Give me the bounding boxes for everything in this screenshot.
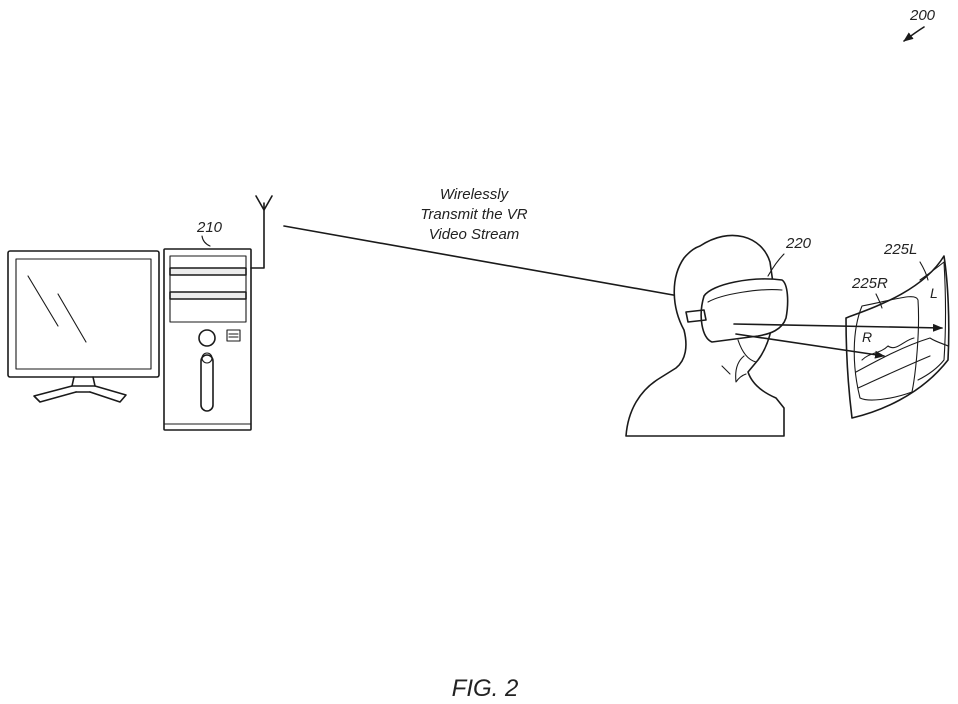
screen-glare: [27, 275, 87, 343]
ref-label-225L: 225L: [883, 241, 917, 258]
figure-label: FIG. 2: [452, 675, 519, 702]
chin-line: [735, 355, 747, 383]
right-eye-projection-arrow: [735, 333, 885, 359]
monitor: [7, 250, 160, 403]
monitor-screen: [15, 258, 152, 370]
ref-label-210: 210: [196, 219, 223, 236]
right-view-letter: R: [862, 329, 872, 345]
ref-225R-leader: [875, 293, 883, 309]
ref-200-arrow: [903, 26, 925, 42]
caption-line-2: Transmit the VR: [420, 206, 527, 223]
port-panel: [226, 329, 241, 342]
vr-headset: [700, 278, 789, 343]
ref-220-leader: [767, 253, 785, 277]
ref-label-220: 220: [785, 235, 812, 252]
headset-strap: [685, 309, 707, 323]
user-with-headset: 220: [625, 234, 812, 437]
monitor-frame: [7, 250, 160, 378]
drive-bay-1: [169, 267, 247, 276]
drive-bay-panel: [169, 255, 247, 323]
transmission-caption: Wirelessly Transmit the VR Video Stream: [420, 186, 527, 243]
virtual-display: R L 225L 225R: [845, 241, 950, 419]
ref-label-200: 200: [909, 7, 936, 24]
monitor-neck: [71, 376, 96, 387]
ref-225L-leader: [919, 261, 929, 281]
wireless-transmission-arrow: [283, 225, 691, 301]
monitor-stand: [33, 385, 127, 403]
caption-line-3: Video Stream: [429, 226, 520, 243]
tower-case: [163, 248, 252, 431]
tower-vent: [200, 354, 214, 412]
right-view-frame: [853, 296, 920, 401]
virtual-display-panel: [845, 255, 950, 419]
horizon-line: [855, 337, 949, 373]
ref-210-leader: [201, 235, 211, 247]
antenna-icon: [255, 195, 273, 211]
left-view-letter: L: [930, 285, 938, 301]
ref-label-225R: 225R: [851, 275, 888, 292]
left-view-frame: [917, 261, 947, 381]
left-eye-projection-arrow: [733, 323, 943, 332]
caption-line-1: Wirelessly: [440, 186, 510, 203]
antenna-mast: [250, 202, 265, 269]
scene-terrain: [857, 337, 931, 389]
figure-reference-200: 200: [903, 7, 936, 42]
drive-bay-2: [169, 291, 247, 300]
computer-tower: 210: [163, 195, 273, 431]
power-button: [198, 329, 216, 347]
